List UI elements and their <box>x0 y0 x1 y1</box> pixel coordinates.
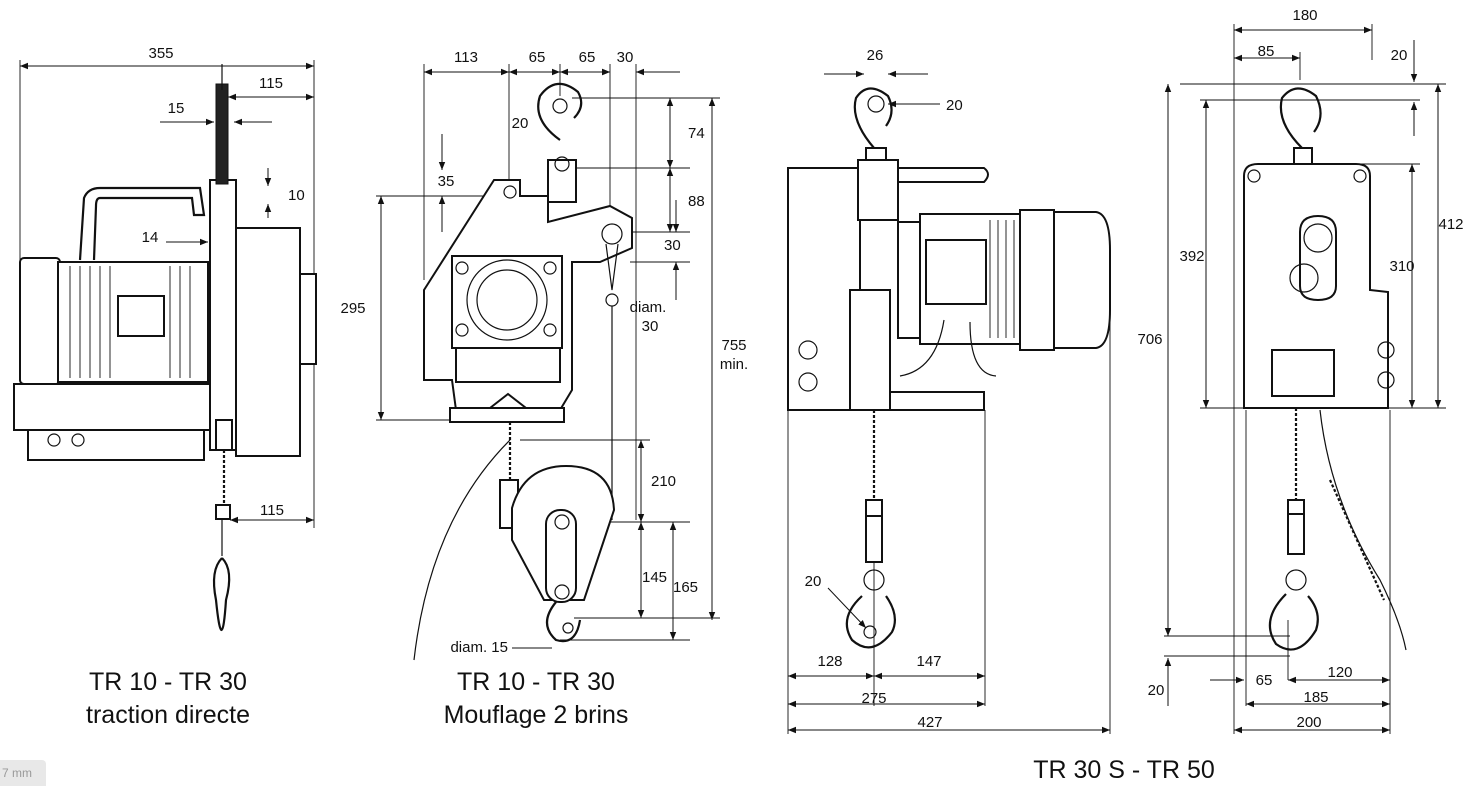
dim-15: 15 <box>168 100 185 117</box>
dim-392: 392 <box>1179 248 1204 265</box>
dim-295: 295 <box>340 300 365 317</box>
caption-tr10-direct-line2: traction directe <box>86 701 250 729</box>
dim-65b: 65 <box>579 49 596 66</box>
dim-diam-15: diam. 15 <box>450 639 508 656</box>
dim-147: 147 <box>916 653 941 670</box>
caption-tr30s: TR 30 S - TR 50 <box>1033 756 1215 784</box>
dim-115-bottom: 115 <box>260 502 284 519</box>
dim-20-bottom: 20 <box>1148 682 1165 699</box>
dim-185: 185 <box>1303 689 1328 706</box>
dim-65: 65 <box>1256 672 1273 689</box>
dim-412: 412 <box>1438 216 1463 233</box>
dim-427: 427 <box>917 714 942 731</box>
dim-diam-30: 30 <box>642 318 659 335</box>
dim-30-top: 30 <box>617 49 634 66</box>
dim-180: 180 <box>1292 7 1317 24</box>
dim-275: 275 <box>861 690 886 707</box>
dim-65a: 65 <box>529 49 546 66</box>
dim-165: 165 <box>673 579 698 596</box>
dim-145: 145 <box>642 569 667 586</box>
dim-min: min. <box>720 356 748 373</box>
dim-20-top: 20 <box>1391 47 1408 64</box>
caption-tr10-mouflage-line1: TR 10 - TR 30 <box>457 668 615 696</box>
dim-10: 10 <box>288 187 305 204</box>
dim-20-hook: 20 <box>805 573 822 590</box>
dim-20: 20 <box>512 115 529 132</box>
drawing-tr10-mouflage: 113 65 65 30 20 74 35 88 30 295 diam. 30… <box>340 49 748 729</box>
dim-706: 706 <box>1137 331 1162 348</box>
dim-88: 88 <box>688 193 705 210</box>
dim-200: 200 <box>1296 714 1321 731</box>
dim-128: 128 <box>817 653 842 670</box>
dim-85: 85 <box>1258 43 1275 60</box>
drawing-tr10-direct: 355 115 15 10 14 115 TR 10 - TR 30 tract… <box>13 45 317 729</box>
caption-tr10-mouflage-line2: Mouflage 2 brins <box>444 701 629 729</box>
dim-20-top: 20 <box>946 97 963 114</box>
dim-755: 755 <box>721 337 746 354</box>
dim-120: 120 <box>1327 664 1352 681</box>
drawing-tr30s-side: 26 20 20 128 147 275 427 TR 30 S - TR 50 <box>787 47 1215 784</box>
dim-diam-label: diam. <box>630 299 667 316</box>
scale-badge: 7 mm <box>0 760 46 786</box>
dim-113: 113 <box>454 49 478 66</box>
dim-14: 14 <box>142 229 159 246</box>
drawing-tr50-front: 180 85 20 412 392 310 706 20 65 120 185 … <box>1137 7 1464 734</box>
dim-310: 310 <box>1389 258 1414 275</box>
caption-tr10-direct-line1: TR 10 - TR 30 <box>89 668 247 696</box>
dim-35: 35 <box>438 173 455 190</box>
dim-355: 355 <box>148 45 173 62</box>
dim-210: 210 <box>651 473 676 490</box>
dim-115-top: 115 <box>259 75 283 92</box>
dim-74: 74 <box>688 125 705 142</box>
dim-26: 26 <box>867 47 884 64</box>
dim-30-mid: 30 <box>664 237 681 254</box>
